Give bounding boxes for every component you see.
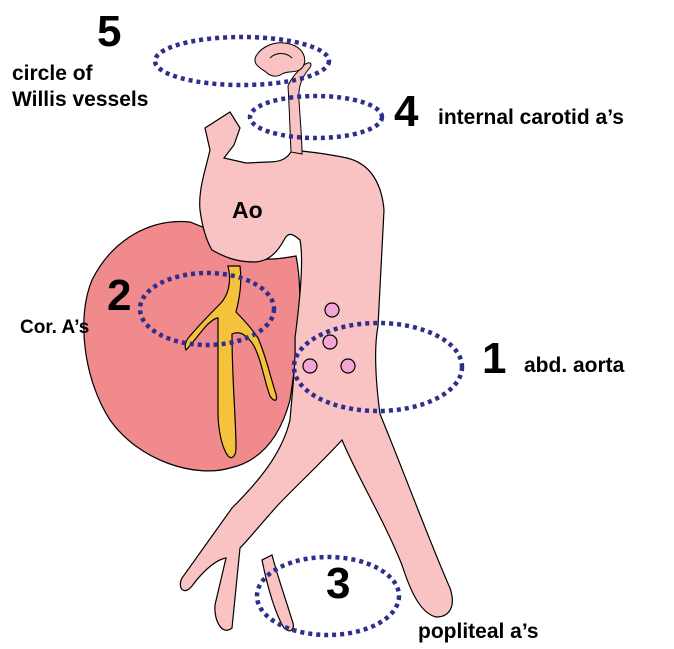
aorta-label: Ao [232, 197, 263, 223]
plaque [325, 303, 339, 317]
site3-label: popliteal a’s [418, 620, 539, 643]
site4-label: internal carotid a’s [438, 106, 624, 129]
site2-number: 2 [107, 271, 131, 320]
plaque [303, 359, 317, 373]
circle-of-willis-vessels [255, 43, 305, 76]
plaque [323, 335, 337, 349]
site5-label-line1: circle of [12, 62, 94, 85]
site1-label: abd. aorta [524, 354, 625, 377]
ring-site-4 [250, 96, 382, 138]
plaque [341, 359, 355, 373]
internal-carotid-artery [288, 63, 311, 154]
site3-number: 3 [326, 559, 350, 608]
site1-number: 1 [482, 334, 506, 383]
site5-number: 5 [97, 7, 121, 56]
site5-label-line2: Willis vessels [12, 88, 148, 111]
site4-number: 4 [394, 87, 419, 136]
site2-label: Cor. A’s [20, 317, 89, 338]
popliteal-branch [262, 555, 293, 631]
